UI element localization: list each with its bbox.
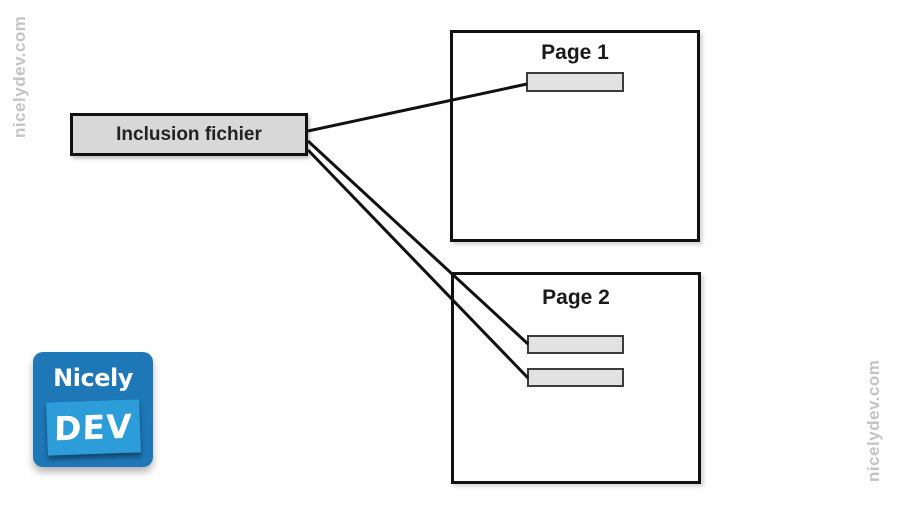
page-2-box: Page 2 (451, 272, 701, 484)
page-2-included-block-2 (527, 368, 624, 387)
page-1-title: Page 1 (541, 41, 609, 64)
inclusion-fichier-box: Inclusion fichier (70, 113, 308, 156)
logo-dev-text: DEV (53, 406, 134, 449)
page-2-included-block-1 (527, 335, 624, 354)
page-1-included-block (526, 72, 624, 92)
page-2-title: Page 2 (542, 286, 610, 309)
watermark-right: nicelydev.com (864, 359, 883, 482)
logo-brand-text: Nicely (53, 364, 133, 392)
nicelydev-logo: Nicely DEV (33, 352, 153, 467)
watermark-left: nicelydev.com (10, 15, 29, 138)
logo-dev-banner: DEV (46, 399, 141, 456)
page-1-box: Page 1 (450, 30, 700, 242)
